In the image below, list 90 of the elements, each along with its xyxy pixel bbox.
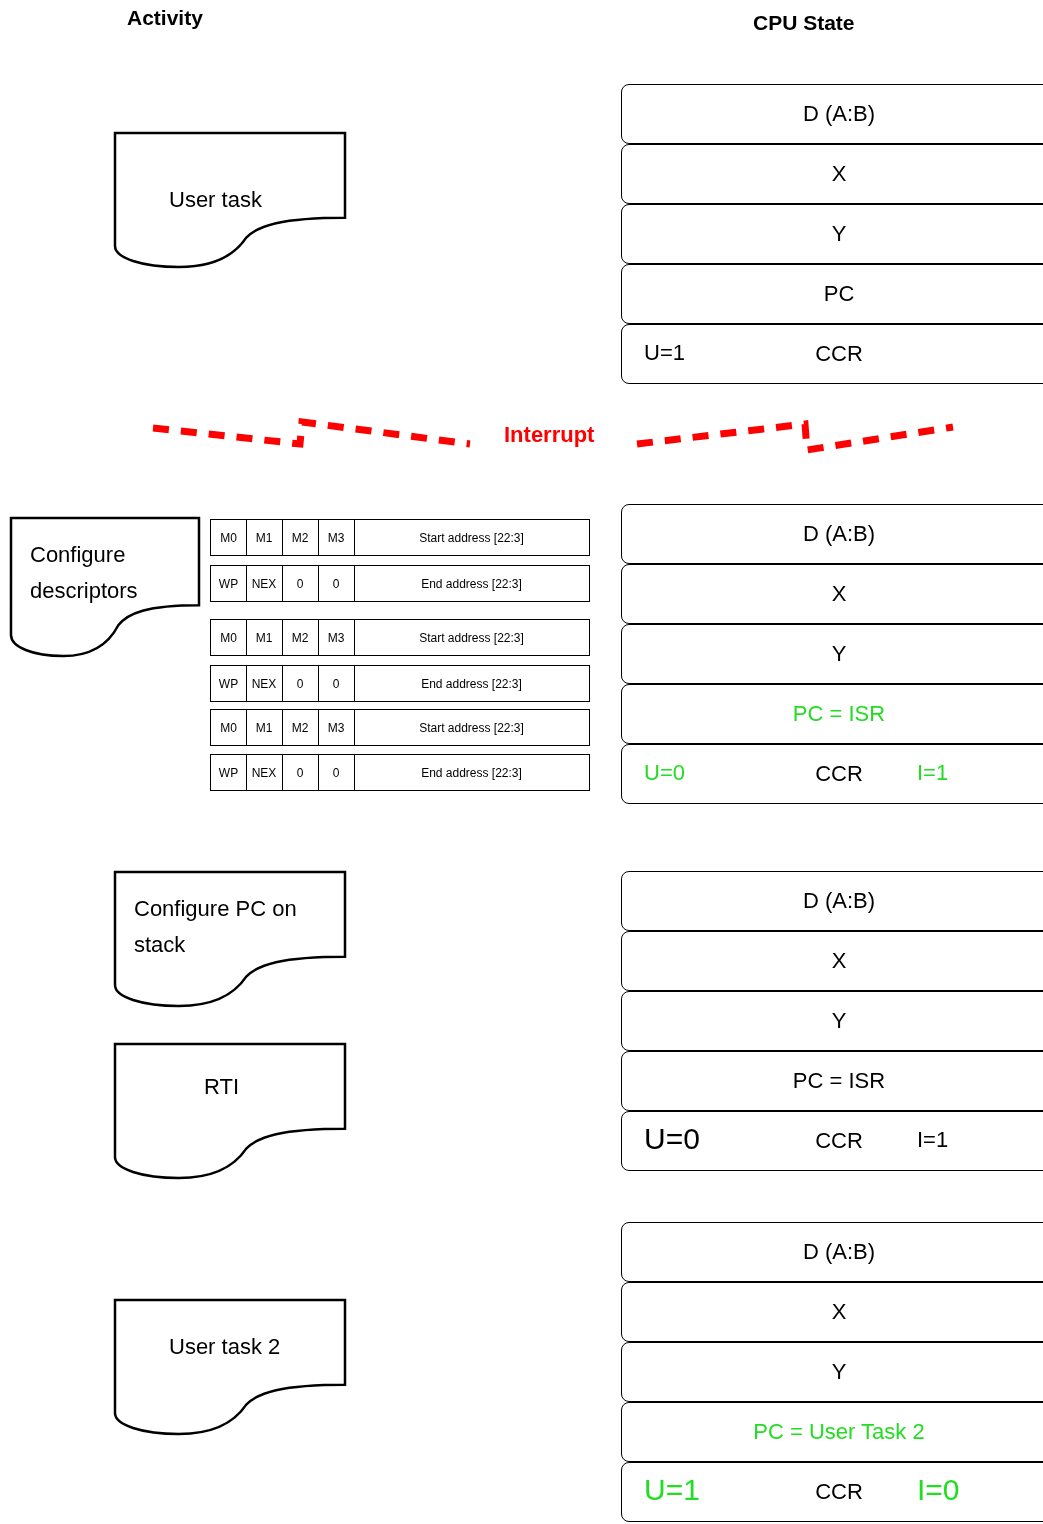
document-shape — [114, 1043, 346, 1179]
register-box — [621, 684, 1043, 744]
table-cell: 0 — [282, 565, 319, 602]
register-text: D (A:B) — [802, 101, 876, 127]
register-box — [621, 564, 1043, 624]
register-text: X — [831, 1299, 847, 1325]
table-cell: M1 — [246, 619, 283, 656]
table-cell: M2 — [282, 709, 319, 746]
register-text: CCR — [815, 341, 863, 367]
register-box — [621, 871, 1043, 931]
table-cell: M2 — [282, 519, 319, 556]
register-box — [621, 264, 1043, 324]
table-cell: Start address [22:3] — [354, 619, 590, 656]
table-cell: M3 — [318, 619, 355, 656]
table-cell: WP — [210, 665, 247, 702]
register-box — [621, 1402, 1043, 1462]
table-cell: NEX — [246, 754, 283, 791]
register-text: Y — [831, 1008, 847, 1034]
register-box — [621, 1282, 1043, 1342]
register-box — [621, 144, 1043, 204]
register-text: Y — [831, 221, 847, 247]
table-cell: M0 — [210, 519, 247, 556]
register-text: X — [831, 948, 847, 974]
register-text: CCR — [815, 761, 863, 787]
table-cell: 0 — [282, 754, 319, 791]
register-text: D (A:B) — [802, 888, 876, 914]
table-cell: M0 — [210, 709, 247, 746]
table-cell: WP — [210, 754, 247, 791]
register-text: PC = ISR — [792, 701, 886, 727]
table-cell: M2 — [282, 619, 319, 656]
register-box — [621, 991, 1043, 1051]
register-text: D (A:B) — [802, 1239, 876, 1265]
column-heading: CPU State — [753, 11, 855, 35]
register-text: U=0 — [644, 759, 685, 786]
register-box — [621, 1051, 1043, 1111]
table-cell: M1 — [246, 519, 283, 556]
table-cell: 0 — [318, 754, 355, 791]
node-text: Configure descriptors — [30, 541, 139, 605]
register-box — [621, 504, 1043, 564]
register-text: U=0 — [644, 1122, 700, 1157]
table-cell: M3 — [318, 709, 355, 746]
register-text: PC — [823, 281, 855, 307]
register-text: X — [831, 161, 847, 187]
table-cell: Start address [22:3] — [354, 519, 590, 556]
register-box — [621, 324, 1043, 384]
register-box — [621, 1342, 1043, 1402]
document-shape — [114, 132, 346, 268]
register-box — [621, 624, 1043, 684]
register-text: PC = User Task 2 — [753, 1419, 925, 1445]
register-text: I=1 — [917, 759, 949, 786]
table-cell: M0 — [210, 619, 247, 656]
register-box — [621, 744, 1043, 804]
table-cell: 0 — [282, 665, 319, 702]
register-box — [621, 1462, 1043, 1522]
node-text: RTI — [204, 1073, 241, 1101]
table-cell: WP — [210, 565, 247, 602]
register-text: I=0 — [917, 1473, 960, 1508]
register-text: Y — [831, 1359, 847, 1385]
document-shape — [114, 871, 346, 1007]
register-text: X — [831, 581, 847, 607]
node-text: User task 2 — [169, 1333, 282, 1361]
table-cell: End address [22:3] — [354, 754, 590, 791]
register-box — [621, 1111, 1043, 1171]
register-text: CCR — [815, 1128, 863, 1154]
table-cell: End address [22:3] — [354, 565, 590, 602]
table-cell: M3 — [318, 519, 355, 556]
register-text: I=1 — [917, 1126, 949, 1153]
table-cell: End address [22:3] — [354, 665, 590, 702]
document-shape — [10, 517, 200, 657]
table-cell: 0 — [318, 665, 355, 702]
register-box — [621, 204, 1043, 264]
document-shape — [114, 1299, 346, 1435]
register-text: U=1 — [644, 339, 685, 366]
table-cell: M1 — [246, 709, 283, 746]
register-text: CCR — [815, 1479, 863, 1505]
node-text: Configure PC on stack — [134, 895, 298, 959]
table-cell: Start address [22:3] — [354, 709, 590, 746]
register-text: U=1 — [644, 1473, 700, 1508]
column-heading: Activity — [127, 6, 203, 30]
interrupt-label: Interrupt — [504, 422, 595, 448]
register-box — [621, 1222, 1043, 1282]
table-cell: NEX — [246, 665, 283, 702]
table-cell: 0 — [318, 565, 355, 602]
register-text: D (A:B) — [802, 521, 876, 547]
table-cell: NEX — [246, 565, 283, 602]
register-box — [621, 931, 1043, 991]
register-text: PC = ISR — [792, 1068, 886, 1094]
register-box — [621, 84, 1043, 144]
register-text: Y — [831, 641, 847, 667]
node-text: User task — [169, 186, 263, 214]
